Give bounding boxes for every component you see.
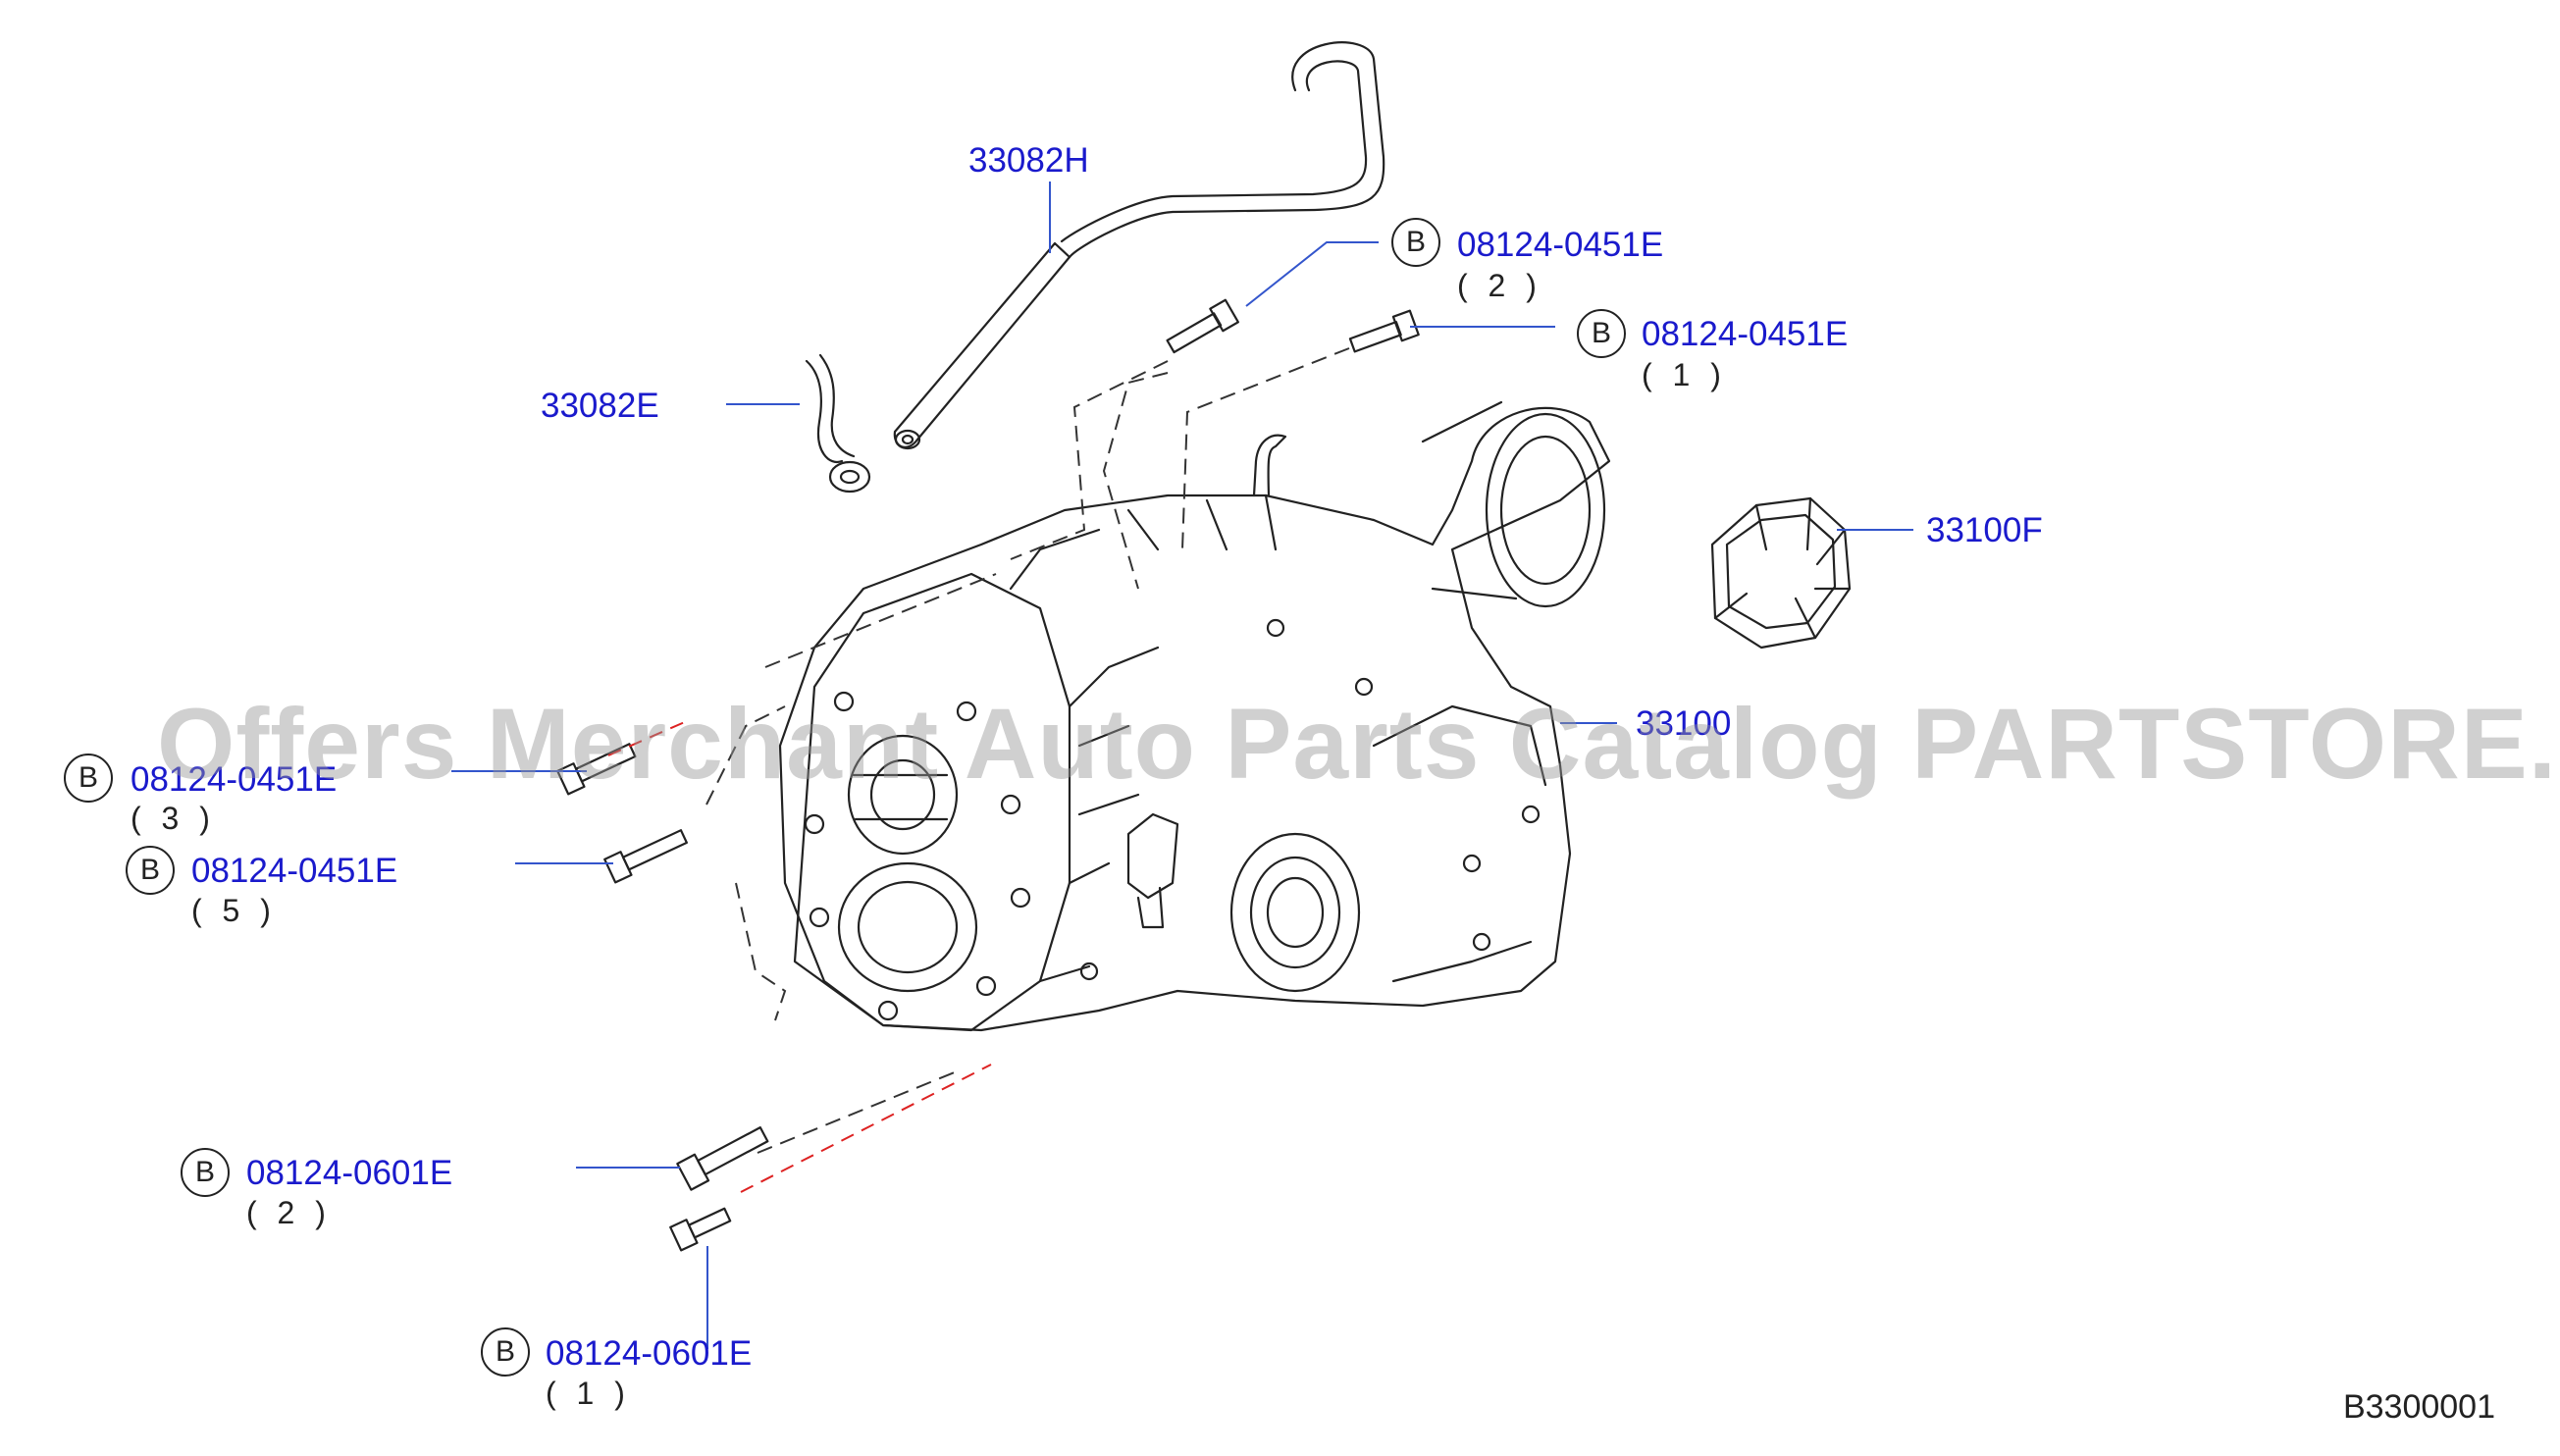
quantity-label: ( 2 ) xyxy=(246,1195,332,1230)
breather-tube-part xyxy=(893,41,1385,450)
quantity-label: ( 5 ) xyxy=(191,893,277,928)
bolt-badge-icon: B xyxy=(1577,309,1626,358)
bolt-badge-icon: B xyxy=(181,1148,230,1197)
guide-lines xyxy=(705,347,1350,1154)
part-link-08124-0601e-1[interactable]: 08124-0601E xyxy=(546,1334,753,1373)
quantity-label: ( 3 ) xyxy=(131,801,216,836)
leader-lines xyxy=(451,182,1913,1349)
quantity-label: ( 1 ) xyxy=(1642,357,1727,392)
part-link-08124-0451e-1[interactable]: 08124-0451E xyxy=(1642,315,1849,353)
part-link-08124-0451e-2[interactable]: 08124-0451E xyxy=(1457,226,1664,264)
bolt-badge-icon: B xyxy=(1391,218,1440,267)
red-guide-lines xyxy=(607,720,992,1193)
transfer-case-assembly xyxy=(778,400,1611,1032)
bolt-badge-icon: B xyxy=(126,846,175,895)
bolts xyxy=(556,298,1420,1252)
hose-clip-part xyxy=(805,353,871,494)
oil-seal-part xyxy=(1710,496,1852,650)
part-link-08124-0451e-5[interactable]: 08124-0451E xyxy=(191,852,398,890)
part-link-08124-0451e-3[interactable]: 08124-0451E xyxy=(131,760,338,799)
quantity-label: ( 1 ) xyxy=(546,1376,631,1411)
part-link-33082e[interactable]: 33082E xyxy=(541,387,659,425)
part-link-08124-0601e-2[interactable]: 08124-0601E xyxy=(246,1154,453,1192)
part-link-33100[interactable]: 33100 xyxy=(1636,704,1732,743)
diagram-reference-code: B3300001 xyxy=(2342,1388,2495,1426)
part-link-33100f[interactable]: 33100F xyxy=(1926,511,2043,549)
quantity-label: ( 2 ) xyxy=(1457,268,1542,303)
part-link-33082h[interactable]: 33082H xyxy=(968,141,1089,180)
bolt-badge-icon: B xyxy=(481,1327,530,1377)
bolt-badge-icon: B xyxy=(64,754,113,803)
